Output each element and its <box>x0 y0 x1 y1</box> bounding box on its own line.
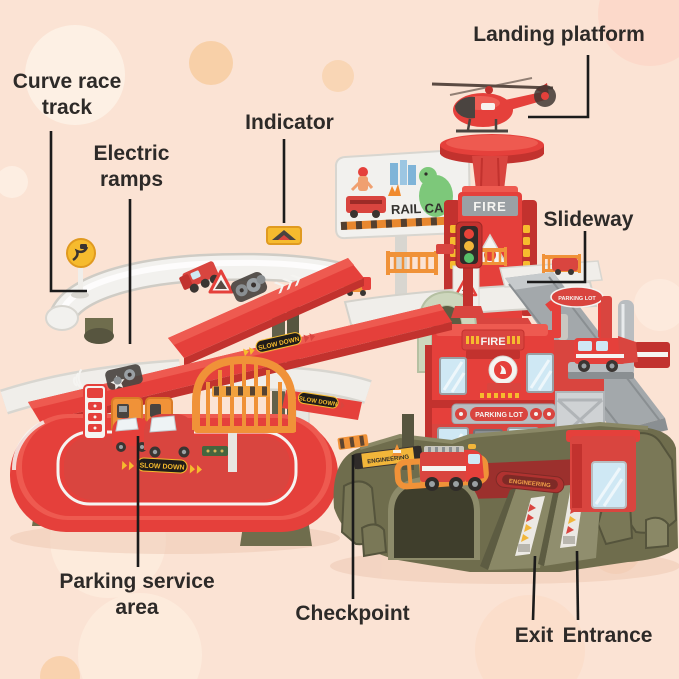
engineering-barrier: ENGINEERING <box>353 445 423 470</box>
label-landing-platform: Landing platform <box>473 23 645 46</box>
checkpoint-area: ENGINEERING ENGINEERING <box>337 414 565 494</box>
leader-exit <box>531 555 537 621</box>
billboard-text: RAIL CAR <box>391 200 454 217</box>
leader-landing-platform <box>528 55 590 119</box>
helicopter <box>431 77 556 133</box>
gas-station-sign <box>83 384 107 440</box>
exit-chevrons <box>518 504 536 552</box>
station-windows-upper <box>439 353 554 395</box>
orange-bridge <box>192 355 296 472</box>
label-parking-service-area: Parking service area <box>59 570 215 619</box>
indicator-sign <box>266 226 302 245</box>
exit-ramp <box>480 484 556 570</box>
boulders-left <box>340 480 388 558</box>
label-curve-race-track: Curve race track <box>12 70 122 119</box>
engineering-banner: ENGINEERING <box>495 470 565 494</box>
fire-station-sign: FIRE <box>480 336 505 348</box>
oval-track: SLOW DOWN <box>10 384 338 546</box>
parked-cars <box>112 414 194 458</box>
svg-text:PARKING LOT: PARKING LOT <box>558 296 596 302</box>
electric-ramp-upper <box>168 258 364 366</box>
curve-sign <box>66 238 96 299</box>
traffic-light <box>451 221 485 318</box>
leader-curve-race-track <box>49 131 87 293</box>
svg-text:ENGINEERING: ENGINEERING <box>509 479 552 489</box>
fire-tower-sign: FIRE <box>473 199 507 214</box>
svg-text:PARKING LOT: PARKING LOT <box>475 412 523 419</box>
leader-entrance <box>575 550 580 621</box>
entrance-booth <box>566 430 640 512</box>
base-terrain <box>333 421 678 572</box>
label-entrance: Entrance <box>562 624 653 647</box>
car-lift <box>568 296 670 379</box>
label-checkpoint: Checkpoint <box>295 602 410 625</box>
svg-text:ENGINEERING: ENGINEERING <box>367 454 410 465</box>
svg-text:SLOW DOWN: SLOW DOWN <box>139 462 184 471</box>
checkpoint-fire-truck <box>420 444 484 491</box>
leader-lines <box>49 55 590 621</box>
tunnel-arch <box>388 476 480 560</box>
label-slideway: Slideway <box>543 208 634 231</box>
climbing-truck <box>179 261 219 293</box>
parking-lot-banner: PARKING LOT <box>451 403 557 425</box>
label-electric-ramps: Electric ramps <box>93 142 170 191</box>
landing-pad <box>440 134 544 164</box>
label-exit: Exit <box>514 624 554 647</box>
svg-text:SLOW DOWN: SLOW DOWN <box>298 396 337 408</box>
label-indicator: Indicator <box>245 111 334 134</box>
leader-slideway <box>527 231 587 284</box>
lift-truck <box>574 336 638 372</box>
